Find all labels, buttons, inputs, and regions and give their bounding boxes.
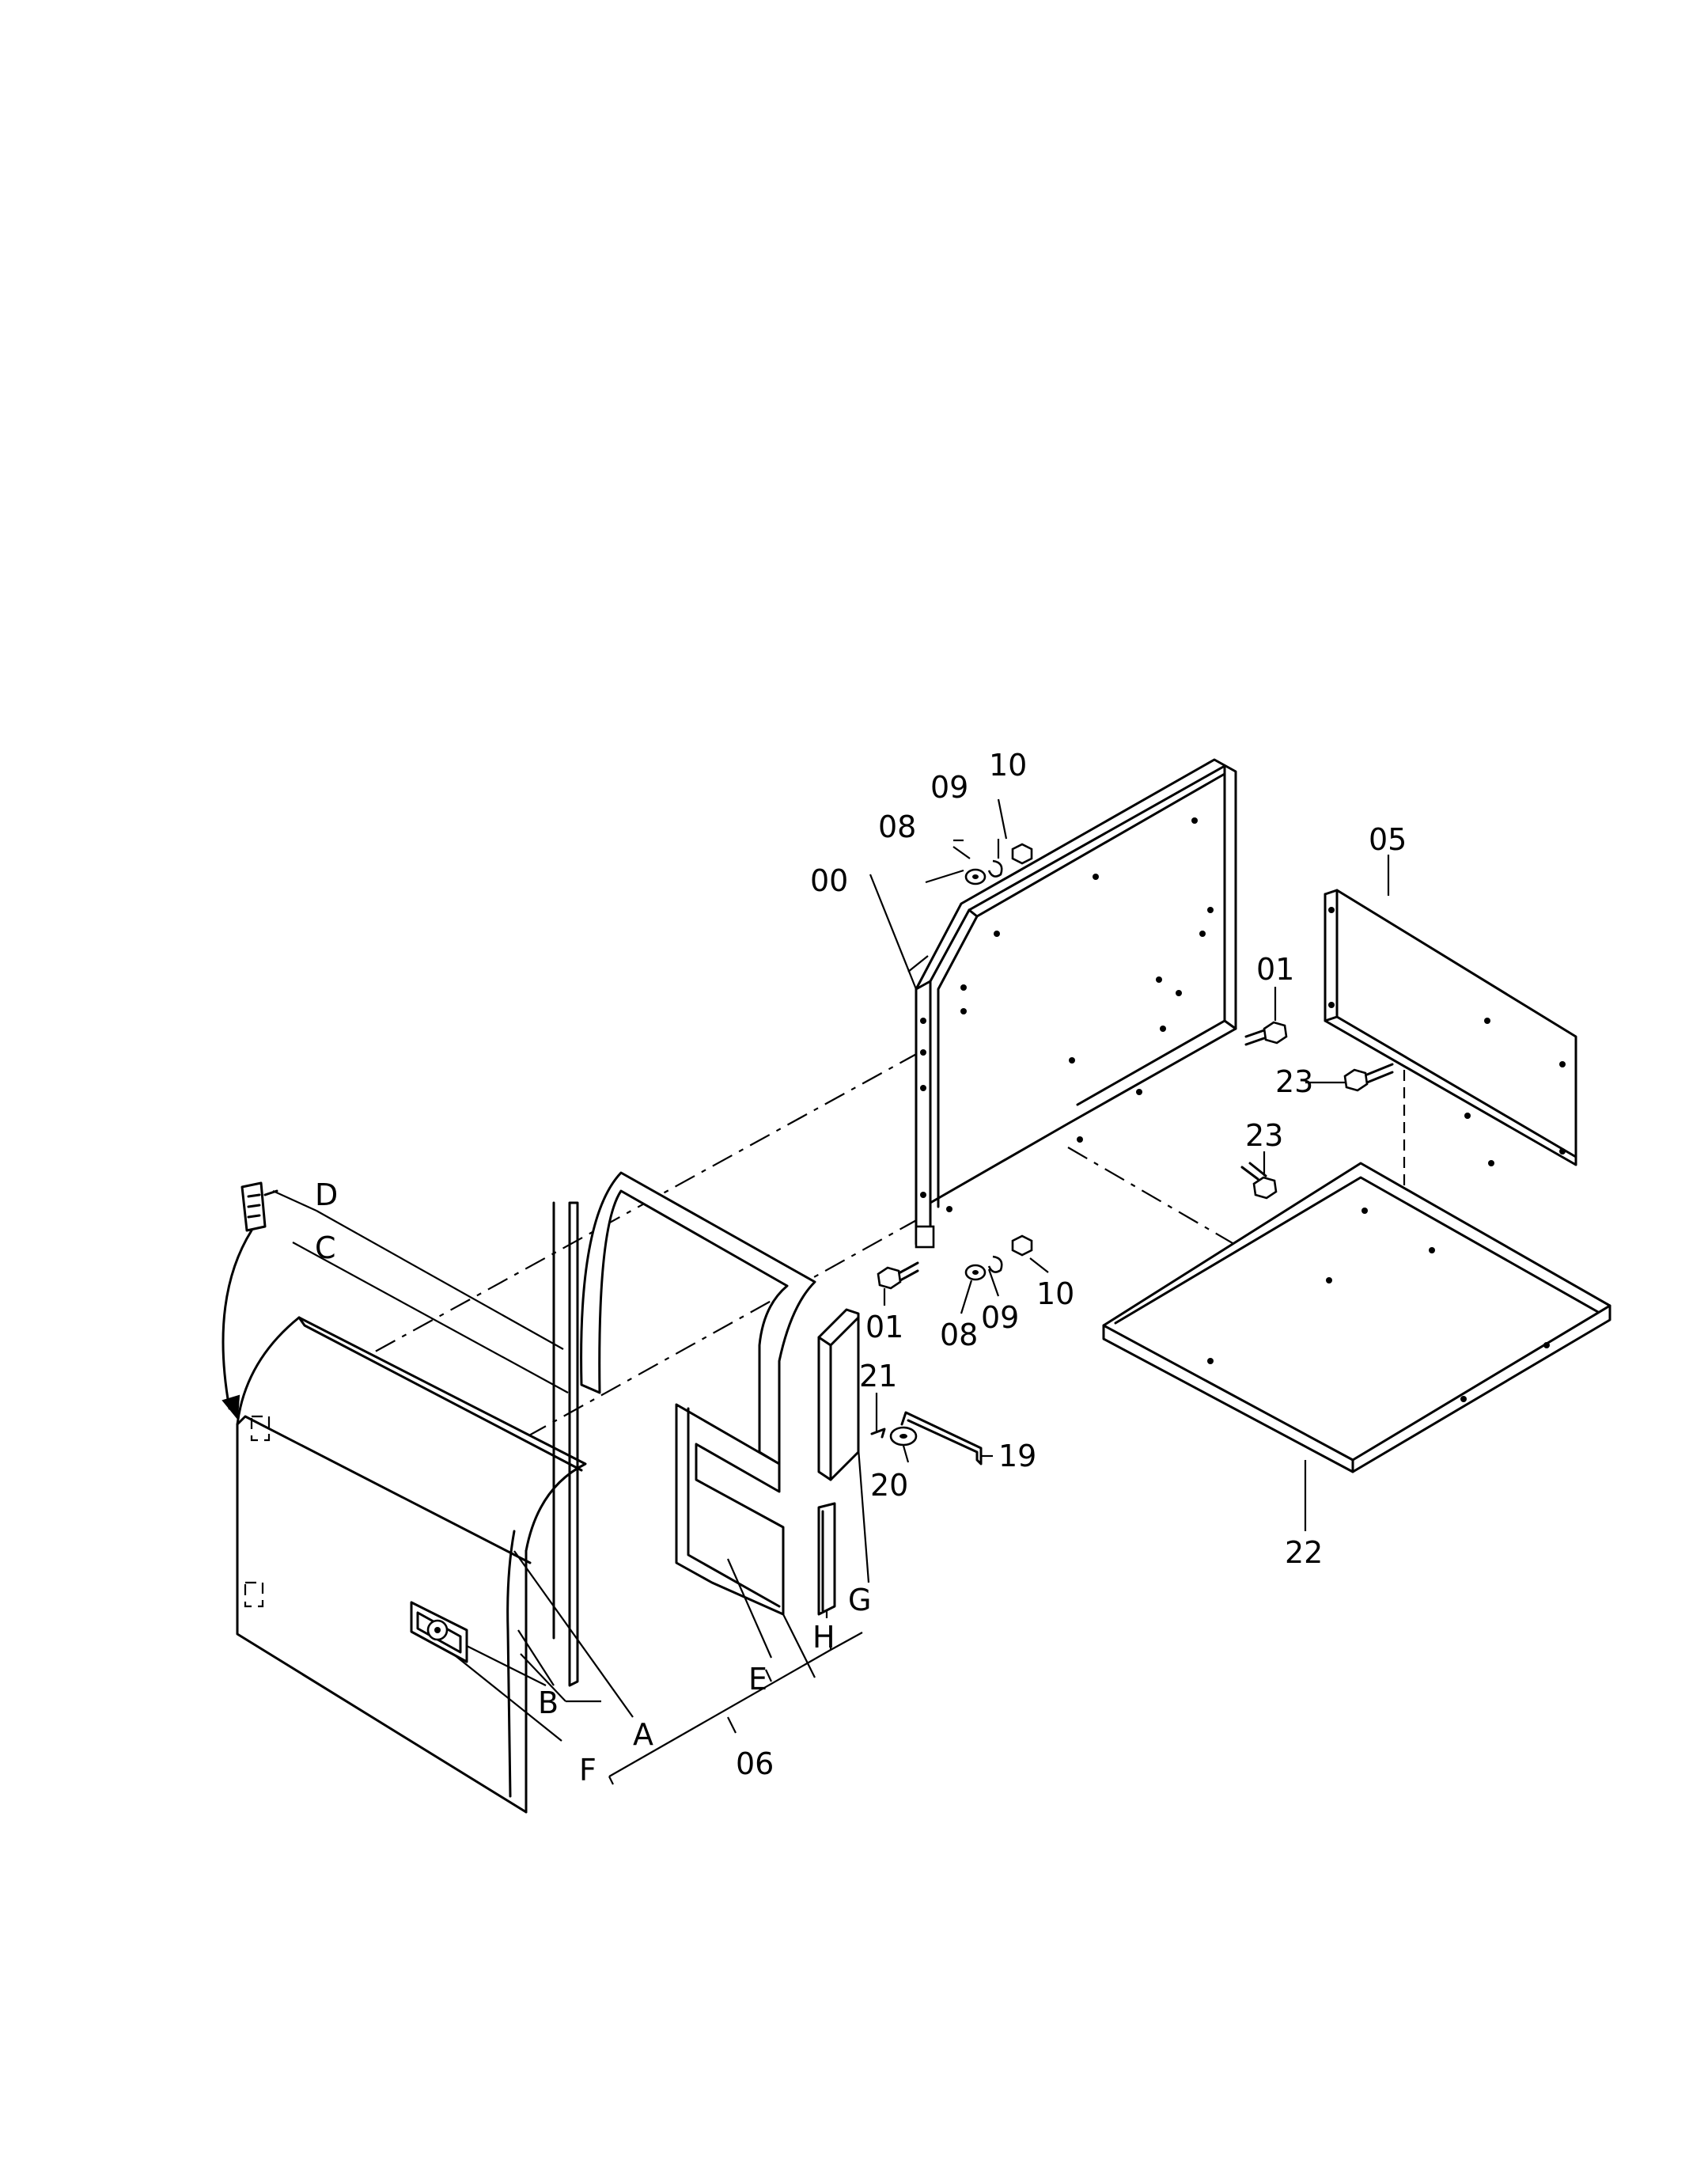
callout-G: G [848,1583,871,1617]
callout-B: B [538,1685,559,1720]
bottom-tray-22 [1102,1162,1611,1473]
callout-21: 21 [859,1359,897,1393]
callout-E: E [748,1662,767,1697]
callout-08-bottom: 08 [940,1318,978,1352]
callout-labels: 10 09 08 05 00 01 23 23 D C 01 08 09 10 … [315,748,1407,1788]
callout-22: 22 [1285,1535,1323,1570]
callout-10-bottom: 10 [1036,1276,1074,1311]
cover-plate-05 [1324,889,1577,1166]
bolt-23-mid [1343,1068,1369,1092]
callout-20: 20 [870,1468,908,1503]
callout-09-top: 09 [930,770,968,805]
door-assembly-06 [222,1171,860,1814]
pin-21 [870,1428,886,1439]
callout-23-mid: 23 [1275,1064,1313,1099]
callout-00: 00 [810,863,848,898]
callout-01-right: 01 [1256,952,1294,987]
callout-09-bottom: 09 [981,1300,1019,1335]
spring-washer-09-top [987,859,1003,878]
callout-23-tray: 23 [1245,1118,1283,1153]
bolt-01-bottom [877,1266,902,1290]
callout-C: C [315,1230,336,1265]
callout-A: A [633,1717,653,1752]
nut-10-bottom [1011,1234,1033,1257]
bolt-23-tray [1252,1176,1278,1200]
callout-06: 06 [736,1746,774,1781]
callout-H: H [812,1620,835,1655]
leader-lines [272,798,1390,1785]
bolt-01-right [1263,1021,1288,1045]
callout-01-bottom: 01 [865,1310,903,1344]
callout-19: 19 [998,1439,1036,1473]
nut-10-top [1011,843,1033,865]
hardware [870,843,1394,1465]
callout-D: D [315,1177,338,1212]
spring-washer-09-bottom [987,1255,1003,1273]
callout-F: F [579,1753,596,1788]
callout-05: 05 [1369,822,1407,857]
rod-19 [900,1411,983,1465]
main-frame-panel-00 [915,758,1237,1249]
callout-10-top: 10 [989,748,1027,783]
callout-08-top: 08 [878,810,916,844]
